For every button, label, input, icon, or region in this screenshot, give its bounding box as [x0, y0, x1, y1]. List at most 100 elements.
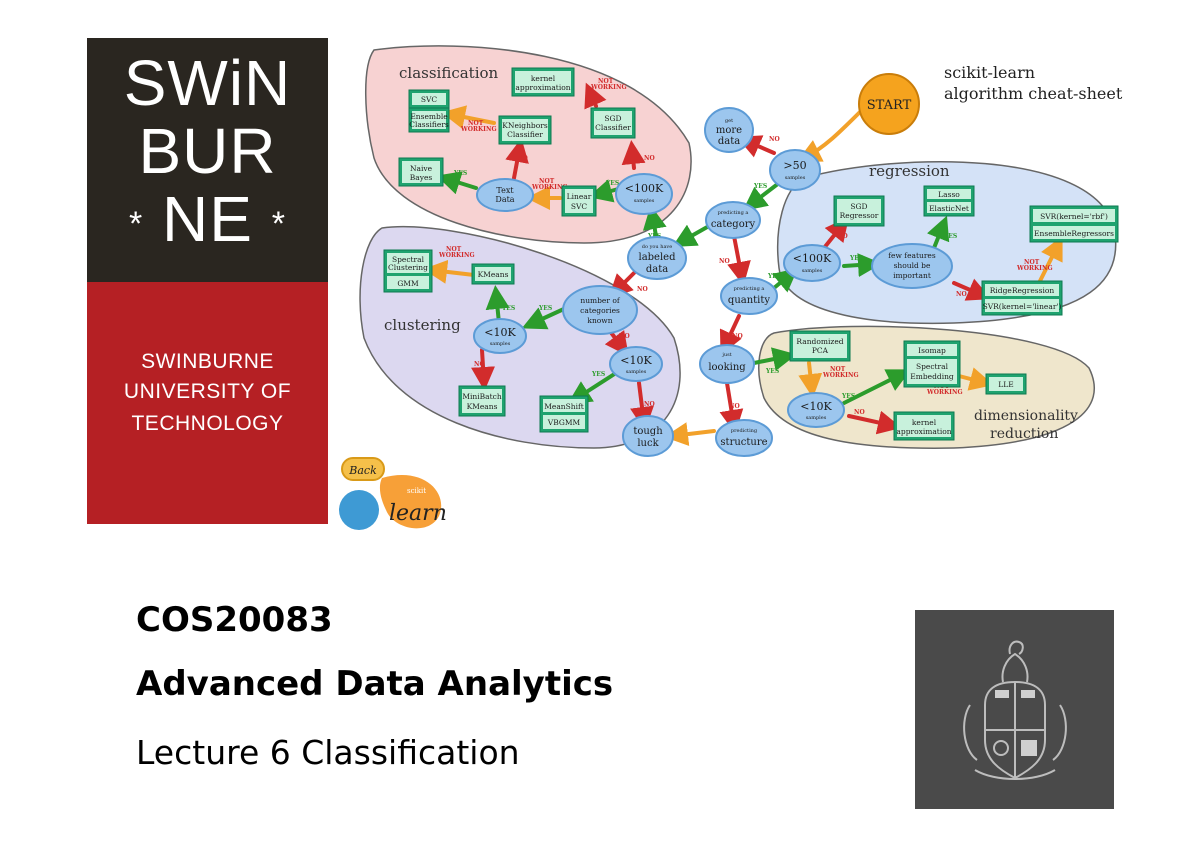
svg-text:ElasticNet: ElasticNet	[929, 204, 969, 213]
node-predicting-structure: predicting structure	[715, 419, 773, 457]
edge-number-yes-10k	[521, 306, 568, 330]
svg-text:kernel: kernel	[531, 74, 556, 83]
svg-text:important: important	[893, 271, 931, 280]
university-line-1: SWINBURNE	[141, 350, 274, 373]
svg-text:WORKING: WORKING	[822, 372, 859, 379]
svg-text:KNeighbors: KNeighbors	[502, 121, 548, 130]
svg-text:samples: samples	[634, 198, 655, 204]
university-line-3: TECHNOLOGY	[131, 412, 284, 435]
course-code: COS20083	[136, 600, 333, 640]
svg-text:luck: luck	[637, 438, 659, 449]
svg-text:NO: NO	[732, 333, 743, 340]
scikit-learn-logo: scikit learn	[339, 475, 447, 530]
swinburne-logo-wordmark: SWiN BUR * NE *	[87, 38, 328, 282]
logo-line-2: BUR	[138, 115, 277, 187]
edge-looking-yes-pca	[752, 347, 797, 371]
edge-labeled-yes-100k	[642, 205, 667, 238]
edge-few-yes-lasso	[926, 215, 950, 250]
svg-text:scikit: scikit	[407, 487, 426, 495]
svg-text:WORKING: WORKING	[460, 126, 497, 133]
svg-text:WORKING: WORKING	[438, 252, 475, 259]
svg-text:samples: samples	[490, 341, 511, 347]
svg-text:Ensemble: Ensemble	[410, 112, 448, 121]
node-kmeans: KMeans	[471, 263, 515, 285]
svg-text:data: data	[718, 136, 740, 147]
edge-10k-yes-kmeans	[485, 285, 510, 325]
svg-text:learn: learn	[389, 501, 447, 526]
svg-text:NO: NO	[644, 401, 655, 408]
svg-text:YES: YES	[765, 368, 779, 375]
node-svr-rbf-ensemble: SVR(kernel='rbf')EnsembleRegressors	[1029, 205, 1119, 243]
svg-text:NO: NO	[719, 258, 730, 265]
logo-star-left: *	[129, 205, 144, 244]
svg-text:Spectral: Spectral	[392, 255, 425, 264]
svg-text:kernel: kernel	[912, 418, 937, 427]
svg-text:predicting a: predicting a	[734, 286, 765, 292]
svg-text:YES: YES	[538, 305, 552, 312]
svg-text:<10K: <10K	[800, 400, 832, 413]
course-title: Advanced Data Analytics	[136, 664, 614, 704]
svg-text:LLE: LLE	[998, 380, 1013, 389]
svg-text:NO: NO	[837, 233, 848, 240]
edge-text-no-kneighbors	[505, 138, 529, 180]
scikit-learn-cheat-sheet: classification clustering regression dim…	[339, 45, 1123, 530]
svg-text:NOT: NOT	[539, 178, 555, 185]
svg-text:more: more	[716, 125, 742, 136]
svg-text:<100K: <100K	[625, 182, 664, 195]
node-lle: LLE	[985, 373, 1027, 395]
svg-text:Embedding: Embedding	[910, 372, 954, 381]
edge-100k-no-sgd	[621, 140, 646, 170]
svg-text:samples: samples	[626, 369, 647, 375]
svg-text:structure: structure	[720, 437, 767, 448]
dimensionality-label: dimensionality	[974, 408, 1078, 424]
svg-text:tough: tough	[633, 426, 663, 437]
svg-text:get: get	[725, 118, 733, 124]
svg-text:samples: samples	[802, 268, 823, 274]
edge-10k-no-kernel	[847, 410, 902, 435]
edge-kmeans-spectral	[423, 259, 476, 284]
svg-text:KMeans: KMeans	[467, 402, 498, 411]
svg-text:WORKING: WORKING	[926, 389, 963, 396]
svg-text:predicting: predicting	[731, 428, 758, 434]
node-lt10k-clustering: <10K samples	[473, 318, 527, 354]
svg-text:NO: NO	[474, 361, 485, 368]
svg-text:SVR(kernel='linear'): SVR(kernel='linear')	[983, 302, 1062, 311]
node-lt100k-classification: <100K samples	[615, 173, 673, 215]
svg-text:<10K: <10K	[484, 326, 516, 339]
svg-text:few features: few features	[888, 251, 936, 260]
svg-text:YES: YES	[841, 393, 855, 400]
svg-text:Bayes: Bayes	[410, 173, 433, 182]
logo-line-1: SWiN	[123, 47, 292, 119]
svg-text:NO: NO	[956, 291, 967, 298]
logo-line-3: * NE *	[87, 184, 328, 259]
svg-text:number of: number of	[580, 296, 620, 305]
svg-text:NO: NO	[854, 409, 865, 416]
swinburne-logo-name-block: SWINBURNE UNIVERSITY OF TECHNOLOGY	[87, 282, 328, 524]
svg-text:YES: YES	[591, 371, 605, 378]
svg-text:START: START	[867, 98, 912, 113]
svg-text:approximation: approximation	[515, 83, 570, 92]
edge-looking-no-structure	[719, 381, 744, 434]
edge-structure-tough	[664, 422, 716, 447]
edge-10k-no-minibatch	[471, 348, 496, 391]
start-node: START	[858, 73, 920, 135]
svg-text:SVC: SVC	[421, 95, 438, 104]
svg-text:GMM: GMM	[397, 279, 419, 288]
svg-text:NO: NO	[729, 403, 740, 410]
svg-text:SGD: SGD	[604, 114, 621, 123]
back-button[interactable]: Back	[341, 457, 385, 481]
